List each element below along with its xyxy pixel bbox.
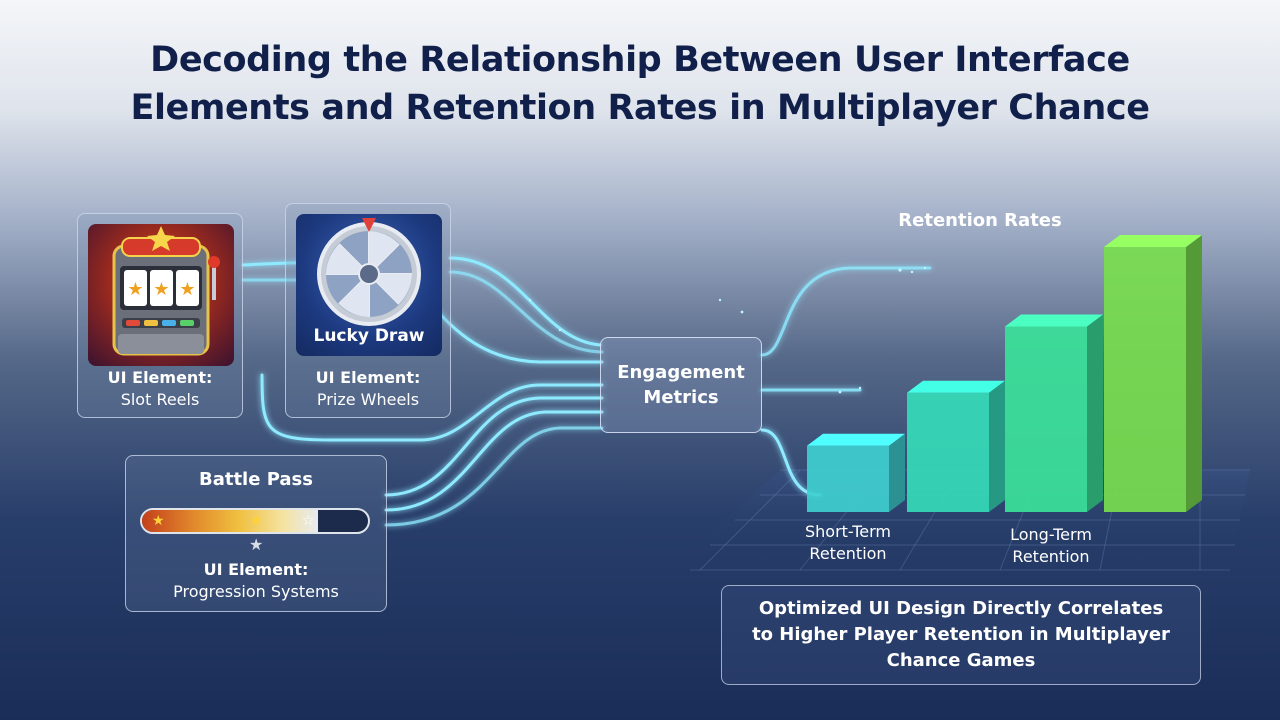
- retention-bar-1-top: [807, 433, 905, 446]
- page-title: Decoding the Relationship Between User I…: [0, 36, 1280, 132]
- long-term-line-1: Long-Term: [1010, 525, 1092, 544]
- slot-reels-card: ★ ★ ★ UI Element: Slot Reels: [77, 213, 243, 418]
- path-wheel-2: [448, 270, 604, 354]
- path-slot-bottom: [260, 373, 604, 442]
- conclusion-line-1: Optimized UI Design Directly Correlates: [758, 598, 1164, 619]
- path-engage-top: [760, 266, 932, 357]
- retention-bar-4-top: [1104, 235, 1202, 247]
- progress-star-2-icon: ★: [250, 513, 263, 529]
- progress-star-1-icon: ★: [152, 513, 165, 529]
- lucky-draw-text: Lucky Draw: [313, 326, 425, 346]
- glow-paths: [241, 256, 932, 527]
- slot-reels-label-sub: Slot Reels: [120, 390, 200, 409]
- title-line-1: Decoding the Relationship Between User I…: [150, 40, 1130, 80]
- progression-label-strong: UI Element:: [203, 560, 309, 579]
- retention-bar-3-side: [1087, 314, 1103, 512]
- path-wheel: [448, 256, 602, 347]
- progression-label: UI Element: Progression Systems: [126, 559, 386, 603]
- retention-bar-4-front: [1104, 247, 1186, 512]
- prize-wheels-card: Lucky Draw UI Element: Prize Wheels: [285, 203, 451, 418]
- battle-pass-heading: Battle Pass: [198, 469, 313, 490]
- title-line-2: Elements and Retention Rates in Multipla…: [130, 88, 1150, 128]
- short-term-label: Short-Term Retention: [778, 521, 918, 565]
- prize-wheels-label: UI Element: Prize Wheels: [286, 367, 450, 411]
- retention-bar-3-top: [1005, 314, 1103, 327]
- retention-bar-4-side: [1186, 235, 1202, 512]
- retention-bars: [807, 235, 1202, 512]
- retention-bar-1-front: [807, 445, 889, 512]
- retention-bar-2-front: [907, 392, 989, 512]
- svg-text:★: ★: [127, 279, 143, 300]
- retention-bar-2: [907, 380, 1005, 512]
- progress-star-3-icon: ☆: [302, 513, 315, 529]
- path-battle-1: [384, 396, 604, 497]
- long-term-label: Long-Term Retention: [981, 524, 1121, 568]
- retention-bar-4: [1104, 235, 1202, 512]
- prize-wheel-icon: [317, 218, 421, 326]
- retention-bar-2-side: [989, 380, 1005, 512]
- progress-fill: [142, 510, 319, 532]
- svg-text:★: ★: [179, 279, 195, 300]
- prize-wheel-tile: Lucky Draw: [296, 214, 442, 356]
- slot-machine-tile: ★ ★ ★: [88, 224, 234, 366]
- retention-bar-2-top: [907, 380, 1005, 393]
- long-term-line-2: Retention: [1012, 547, 1090, 566]
- short-term-line-1: Short-Term: [804, 522, 892, 541]
- prize-wheels-label-sub: Prize Wheels: [316, 390, 420, 409]
- retention-bar-3: [1005, 314, 1103, 512]
- slot-reels-label-strong: UI Element:: [107, 368, 213, 387]
- retention-rates-title: Retention Rates: [898, 210, 1062, 231]
- sparkle-dots: [528, 266, 927, 394]
- battle-pass-progress-bar: ★ ★ ☆: [140, 508, 370, 534]
- engagement-line-1: Engagement: [617, 362, 745, 383]
- conclusion-line-2: to Higher Player Retention in Multiplaye…: [752, 624, 1170, 645]
- short-term-line-2: Retention: [809, 544, 887, 563]
- prize-wheels-label-strong: UI Element:: [315, 368, 421, 387]
- slot-machine-icon: ★ ★ ★: [112, 226, 220, 356]
- retention-bar-1: [807, 433, 905, 512]
- engagement-metrics-box: Engagement Metrics: [600, 337, 762, 433]
- retention-bar-3-front: [1005, 326, 1087, 512]
- slot-reels-label: UI Element: Slot Reels: [78, 367, 242, 411]
- progress-marker-star-icon: ★: [249, 535, 264, 554]
- engagement-line-2: Metrics: [643, 387, 719, 408]
- conclusion-box: Optimized UI Design Directly Correlates …: [721, 585, 1201, 685]
- svg-text:★: ★: [153, 279, 169, 300]
- path-battle-2: [384, 410, 604, 512]
- conclusion-line-3: Chance Games: [886, 650, 1036, 671]
- retention-bar-1-side: [889, 433, 905, 512]
- path-battle-3: [384, 426, 604, 527]
- progression-label-sub: Progression Systems: [173, 582, 339, 601]
